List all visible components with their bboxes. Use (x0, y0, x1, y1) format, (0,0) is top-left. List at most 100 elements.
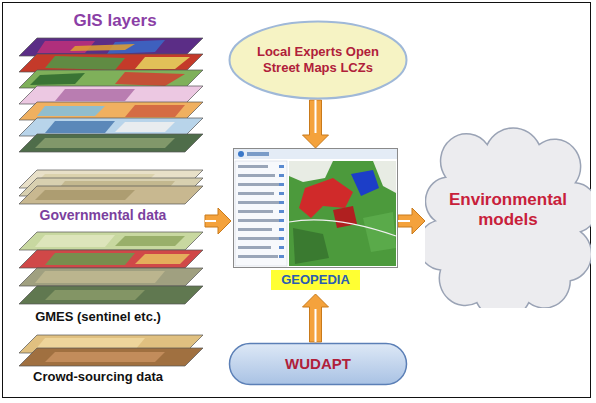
layer-plane (19, 232, 203, 250)
map-layer (19, 250, 203, 268)
sidebar-row (238, 165, 268, 168)
screen-frame (234, 149, 398, 268)
screen-logo (238, 151, 244, 157)
block-arrow-connector (303, 294, 329, 342)
sidebar-icon (279, 183, 284, 186)
node-text: Environmental models (441, 190, 575, 231)
stack-label: Crowd-sourcing data (33, 369, 163, 385)
map-layer (19, 134, 203, 152)
layer-texture (35, 138, 175, 148)
layer-texture (115, 72, 185, 86)
block-arrow-connector (303, 100, 329, 148)
layer-plane (19, 134, 203, 152)
node-text: WUDAPT (285, 355, 351, 373)
block-arrow (205, 208, 231, 234)
layer-texture (45, 352, 165, 362)
map-blue-zone (351, 170, 379, 196)
map-layer (19, 232, 203, 250)
layer-texture (135, 57, 190, 69)
screen-topbar (234, 149, 397, 159)
platform-screenshot: GEOPEDIA (233, 148, 398, 294)
layer-plane (19, 102, 203, 120)
sidebar-row (238, 210, 273, 213)
input-arrow (205, 208, 231, 234)
map-layer (19, 54, 203, 72)
map-layer (19, 38, 203, 56)
layer-plane (19, 250, 203, 268)
output-cloud: Environmental models (425, 112, 591, 308)
stack-label: Governmental data (40, 207, 167, 224)
layer-plane (19, 268, 203, 286)
layer-texture (35, 271, 165, 283)
map-layer (19, 268, 203, 286)
map-layer (19, 70, 203, 88)
block-arrow (303, 100, 329, 148)
map-layer (19, 102, 203, 120)
layer-texture (35, 190, 135, 200)
layer-plane (19, 286, 203, 304)
sidebar-row (238, 255, 278, 258)
layer-texture (125, 105, 185, 117)
layer-plane (19, 118, 203, 136)
sidebar-icon (279, 210, 284, 213)
sidebar-row (238, 228, 272, 231)
stack-label: GIS layers (73, 11, 156, 31)
sidebar-icon (279, 165, 284, 168)
layer-texture (30, 73, 85, 85)
arrow-stripe (315, 100, 317, 133)
stack-label: GMES (sentinel etc.) (35, 309, 161, 325)
layer-texture (35, 235, 115, 247)
layer-plane (19, 86, 203, 104)
sidebar-row (238, 192, 274, 195)
map-layer (19, 86, 203, 104)
source-ellipse: Local Experts Open Street Maps LCZs (228, 20, 408, 100)
screen-logo-bar (247, 152, 269, 156)
sidebar-row (238, 174, 275, 177)
layer-plane (19, 348, 203, 366)
block-arrow (398, 208, 425, 234)
layer-plane (19, 186, 203, 204)
map-area (289, 161, 396, 266)
layer-texture (45, 253, 135, 265)
map-layer (19, 348, 203, 366)
layer-plane (19, 38, 203, 56)
map-layer (19, 286, 203, 304)
arrow-stripe (315, 309, 317, 342)
sidebar-icon (279, 201, 284, 204)
sidebar-icon (279, 219, 284, 222)
layer-plane (19, 54, 203, 72)
map-layer (19, 118, 203, 136)
layer-texture (115, 122, 175, 132)
geo-outline (233, 148, 398, 268)
block-arrow-connector (398, 208, 425, 234)
layer-texture (55, 89, 135, 101)
node-text: GEOPEDIA (271, 270, 360, 290)
layer-plane (19, 70, 203, 88)
arrow-stripe (205, 220, 216, 222)
layer-texture (45, 56, 125, 70)
map-dark-zone (293, 228, 329, 264)
map-light-zone (363, 212, 396, 252)
layer-texture (45, 290, 145, 300)
project-pill: WUDAPT (228, 342, 408, 386)
node-text: Local Experts Open Street Maps LCZs (256, 44, 380, 75)
sidebar-row (238, 219, 280, 222)
layer-texture (70, 44, 135, 51)
sidebar-row (238, 183, 282, 186)
map-layer (19, 186, 203, 204)
layer-texture (115, 236, 185, 246)
map-road (289, 220, 396, 236)
cloud-shape (425, 128, 591, 308)
sidebar-icon (279, 174, 284, 177)
block-arrow (303, 294, 329, 342)
map-blank (289, 161, 333, 182)
arrow-stripe (398, 220, 410, 222)
sidebar-row (238, 237, 279, 240)
sidebar-icon (279, 246, 284, 249)
layer-texture (37, 106, 105, 116)
ellipse-shape (230, 22, 407, 99)
layer-texture (45, 121, 115, 133)
sidebar-row (238, 201, 281, 204)
sidebar-icon (279, 237, 284, 240)
